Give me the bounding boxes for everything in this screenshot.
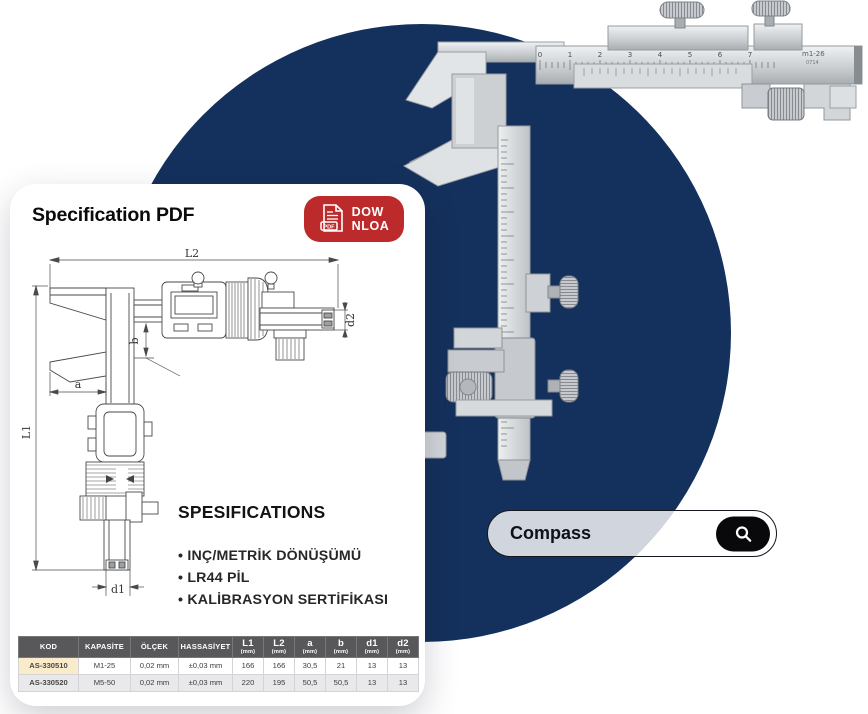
caliper-top-clamps	[607, 0, 803, 51]
search-icon	[735, 525, 751, 542]
caliper-vertical-beam	[497, 125, 531, 481]
spec-item: KALİBRASYON SERTİFİKASI	[178, 589, 418, 611]
caliper-slider-assembly	[417, 273, 579, 459]
svg-text:2: 2	[598, 51, 602, 59]
pdf-file-icon: PDF	[319, 204, 343, 232]
table-row: AS-330510 M1-25 0,02 mm ±0,03 mm 166 166…	[18, 656, 419, 675]
col-header: KAPASİTE	[78, 636, 131, 658]
svg-text:3: 3	[628, 51, 632, 59]
caliper-left-jaws	[402, 41, 565, 187]
search-button[interactable]	[716, 516, 770, 551]
col-header: ÖLÇEK	[130, 636, 179, 658]
svg-text:PDF: PDF	[323, 224, 335, 230]
svg-text:4: 4	[658, 51, 663, 59]
table-header-row: KOD KAPASİTE ÖLÇEK HASSASİYET L1(mm) L2(…	[18, 636, 419, 658]
svg-text:b: b	[128, 337, 141, 344]
col-header: a(mm)	[294, 636, 326, 658]
svg-text:6: 6	[718, 51, 723, 59]
col-header: d2(mm)	[387, 636, 419, 658]
spec-table: KOD KAPASİTE ÖLÇEK HASSASİYET L1(mm) L2(…	[18, 636, 419, 692]
page-title: Specification PDF	[32, 204, 195, 226]
col-header: HASSASİYET	[178, 636, 233, 658]
col-header: b(mm)	[325, 636, 357, 658]
svg-text:7: 7	[748, 51, 752, 59]
caliper-photo: 0 1 2 3 4 5 6 7 m1-26 0714	[402, 0, 863, 481]
spec-item: INÇ/METRİK DÖNÜŞÜMÜ	[178, 545, 418, 567]
col-header: KOD	[18, 636, 79, 658]
thumb-screw-1	[659, 1, 705, 19]
svg-text:0: 0	[538, 51, 542, 59]
thumb-screw-2	[751, 0, 791, 17]
col-header: L2(mm)	[263, 636, 295, 658]
vernier-slide	[573, 63, 753, 89]
svg-text:d1: d1	[111, 583, 125, 596]
search-bar[interactable]: Compass	[487, 510, 777, 557]
dimension-labels: L2 L1 a b d1 d2	[22, 247, 357, 596]
download-label: DOW NLOA	[351, 204, 390, 233]
search-value: Compass	[510, 523, 592, 543]
col-header: d1(mm)	[356, 636, 388, 658]
specifications-section: SPESIFICATIONS INÇ/METRİK DÖNÜŞÜMÜ LR44 …	[178, 502, 418, 611]
knurled-roller	[767, 87, 805, 121]
dimension-lines	[32, 257, 348, 596]
kod-cell: AS-330520	[18, 673, 79, 692]
spec-card: Specification PDF PDF DOW NLOA	[10, 184, 425, 706]
svg-text:d2: d2	[344, 313, 357, 327]
specifications-heading: SPESIFICATIONS	[178, 502, 326, 522]
svg-text:5: 5	[688, 51, 692, 59]
caliper-right-assembly	[741, 83, 857, 121]
caliper-horizontal-beam: 0 1 2 3 4 5 6 7 m1-26 0714	[535, 45, 863, 89]
table-row: AS-330520 M5-50 0,02 mm ±0,03 mm 220 195…	[18, 673, 419, 692]
svg-text:L2: L2	[185, 247, 199, 260]
specifications-list: INÇ/METRİK DÖNÜŞÜMÜ LR44 PİL KALİBRASYON…	[178, 545, 418, 611]
kod-cell: AS-330510	[18, 656, 79, 675]
download-pdf-button[interactable]: PDF DOW NLOA	[304, 196, 404, 242]
svg-text:a: a	[75, 378, 82, 391]
svg-text:L1: L1	[22, 425, 33, 439]
svg-text:0714: 0714	[806, 60, 819, 66]
beam-marking: m1-26	[802, 50, 825, 58]
spec-item: LR44 PİL	[178, 567, 418, 589]
col-header: L1(mm)	[232, 636, 264, 658]
svg-text:1: 1	[568, 51, 572, 59]
technical-drawing: L2 L1 a b d1 d2	[22, 247, 357, 596]
drawing-body	[49, 271, 335, 571]
